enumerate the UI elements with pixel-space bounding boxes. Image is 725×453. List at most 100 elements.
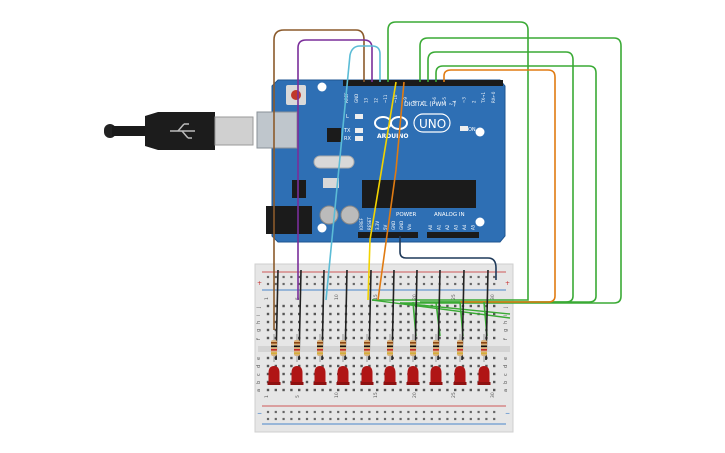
rail-hole — [399, 275, 402, 279]
hole — [438, 336, 441, 340]
rail-hole — [360, 282, 363, 286]
resistor-band — [481, 349, 487, 351]
led-rim — [336, 382, 350, 385]
resistor-band — [340, 352, 346, 355]
resistor-body — [387, 340, 393, 356]
resistor-band — [457, 352, 463, 355]
rail-hole — [461, 275, 465, 279]
hole — [266, 312, 270, 316]
pin-label: GND — [399, 221, 404, 230]
hole — [383, 336, 387, 340]
rail-hole — [430, 410, 433, 414]
led — [429, 366, 443, 385]
rail-hole — [493, 282, 496, 286]
hole — [469, 320, 472, 324]
hole — [399, 336, 402, 340]
hole — [383, 388, 387, 392]
rail-hole — [305, 417, 309, 421]
hole — [298, 304, 301, 308]
rail-hole — [430, 417, 433, 421]
power-label: POWER — [396, 212, 417, 218]
row-letter: d — [503, 365, 509, 368]
hole — [415, 364, 418, 368]
column-number: 20 — [412, 294, 418, 300]
hole — [266, 304, 270, 308]
hole — [399, 312, 402, 316]
rail-hole — [274, 282, 277, 286]
hole — [415, 388, 418, 392]
rail-hole — [274, 275, 277, 279]
resistor-body — [271, 340, 277, 356]
hole — [438, 388, 441, 392]
rail-hole — [313, 282, 316, 286]
rail-hole — [383, 417, 387, 421]
rail-hole — [360, 410, 363, 414]
row-letter: d — [256, 365, 262, 368]
led — [267, 366, 281, 385]
rail-hole — [313, 275, 316, 279]
led-body — [430, 366, 442, 384]
hole — [461, 356, 465, 360]
column-number: 30 — [490, 294, 496, 300]
hole — [290, 364, 293, 368]
rail-hole — [469, 410, 472, 414]
column-number: 10 — [334, 294, 340, 300]
hole — [313, 364, 316, 368]
resistor-body — [481, 340, 487, 356]
hole — [305, 320, 309, 324]
hole — [493, 328, 496, 332]
rail-hole — [368, 410, 371, 414]
resistor-band — [340, 345, 346, 348]
rail-hole — [383, 282, 387, 286]
hole — [446, 328, 449, 332]
rail-hole — [305, 275, 309, 279]
resistor — [410, 334, 416, 362]
hole — [266, 388, 270, 392]
hole — [383, 328, 387, 332]
rail-hole — [352, 275, 355, 279]
hole — [337, 304, 340, 308]
pin-label: ~11 — [383, 94, 388, 103]
rail-hole — [454, 410, 457, 414]
hole — [329, 320, 332, 324]
row-letter: g — [503, 329, 509, 332]
hole — [430, 336, 433, 340]
resistor-band — [317, 349, 323, 351]
hole — [305, 336, 309, 340]
hole — [454, 388, 457, 392]
analog-header — [427, 232, 479, 238]
led-on — [460, 126, 468, 131]
resistor-band — [433, 342, 439, 344]
resistor-band — [433, 352, 439, 355]
hole — [454, 320, 457, 324]
usb-icon — [170, 123, 195, 139]
row-letter: h — [503, 321, 509, 324]
hole — [454, 328, 457, 332]
rail-hole — [422, 282, 426, 286]
rail-hole — [337, 282, 340, 286]
row-letter: i — [503, 315, 509, 316]
brand-label: ARDUINO — [377, 133, 408, 140]
rail-hole — [446, 417, 449, 421]
hole — [305, 356, 309, 360]
usb-plug-metal — [214, 116, 254, 146]
hole — [313, 304, 316, 308]
pin-label: GND — [391, 221, 396, 230]
hole — [352, 364, 355, 368]
resistors — [271, 334, 487, 362]
rail-hole — [493, 275, 496, 279]
pin-label: 3.3V — [375, 221, 380, 230]
rail-hole — [399, 410, 402, 414]
pin-label: A0 — [428, 224, 433, 230]
hole — [477, 388, 480, 392]
mounting-hole — [317, 82, 327, 92]
resistor-band — [457, 345, 463, 348]
resistor-body — [457, 340, 463, 356]
hole — [344, 388, 348, 392]
rail-hole — [321, 417, 324, 421]
rail-hole — [415, 417, 418, 421]
hole — [399, 380, 402, 384]
hole — [337, 356, 340, 360]
rail-hole — [368, 417, 371, 421]
